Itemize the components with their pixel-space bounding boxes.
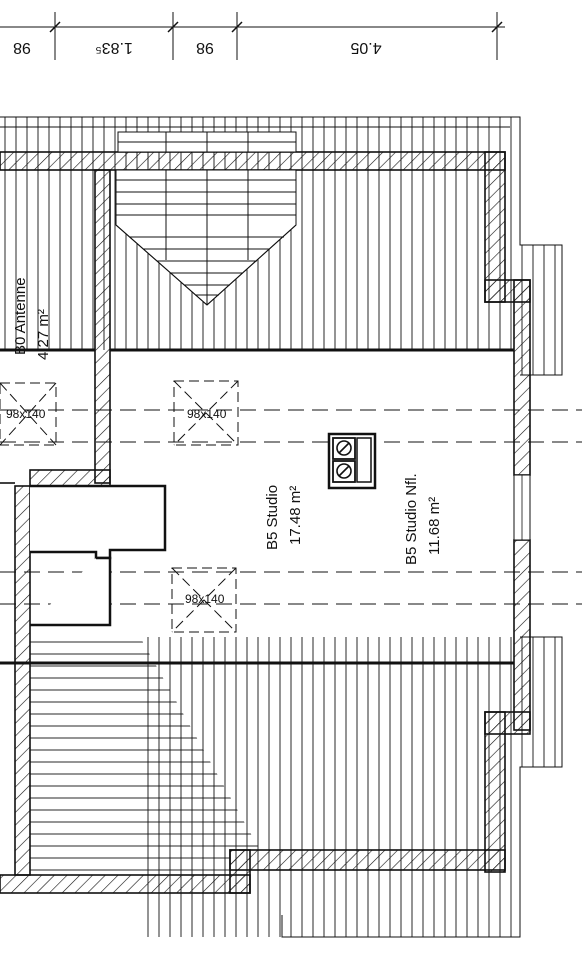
dimension-label: 98 (13, 39, 31, 56)
room-label-studio: B5 Studio 17.48 m² (264, 485, 304, 550)
knee-wall-lines (0, 348, 514, 665)
roof-dormer (115, 131, 297, 306)
skylight-label: 98x140 (185, 592, 225, 606)
skylight (0, 382, 57, 446)
chimney (327, 432, 377, 490)
skylight-label: 98x140 (6, 407, 46, 421)
roof-outline (0, 116, 563, 938)
dimension-chain: 98 1.83⁵ 98 4.05 (0, 12, 505, 60)
interior-walls (0, 169, 111, 876)
exterior-walls (0, 151, 531, 894)
dimension-label: 4.05 (350, 39, 381, 56)
room-label-antenne: B0 Antenne 4.27 m² (12, 277, 52, 360)
skylight-label: 98x140 (187, 407, 227, 421)
room-area: 11.68 m² (426, 497, 443, 555)
room-name: B5 Studio (264, 485, 281, 550)
skylight (171, 567, 237, 633)
dimension-label: 98 (196, 39, 214, 56)
room-name: B0 Antenne (12, 277, 29, 355)
stair-opening (30, 484, 167, 627)
room-label-studio-nfl: B5 Studio Nfl. 11.68 m² (403, 473, 443, 565)
skylight (173, 380, 239, 446)
room-area: 4.27 m² (35, 309, 52, 360)
room-name: B5 Studio Nfl. (403, 473, 420, 565)
room-area: 17.48 m² (287, 486, 304, 545)
dimension-label: 1.83⁵ (95, 39, 133, 56)
